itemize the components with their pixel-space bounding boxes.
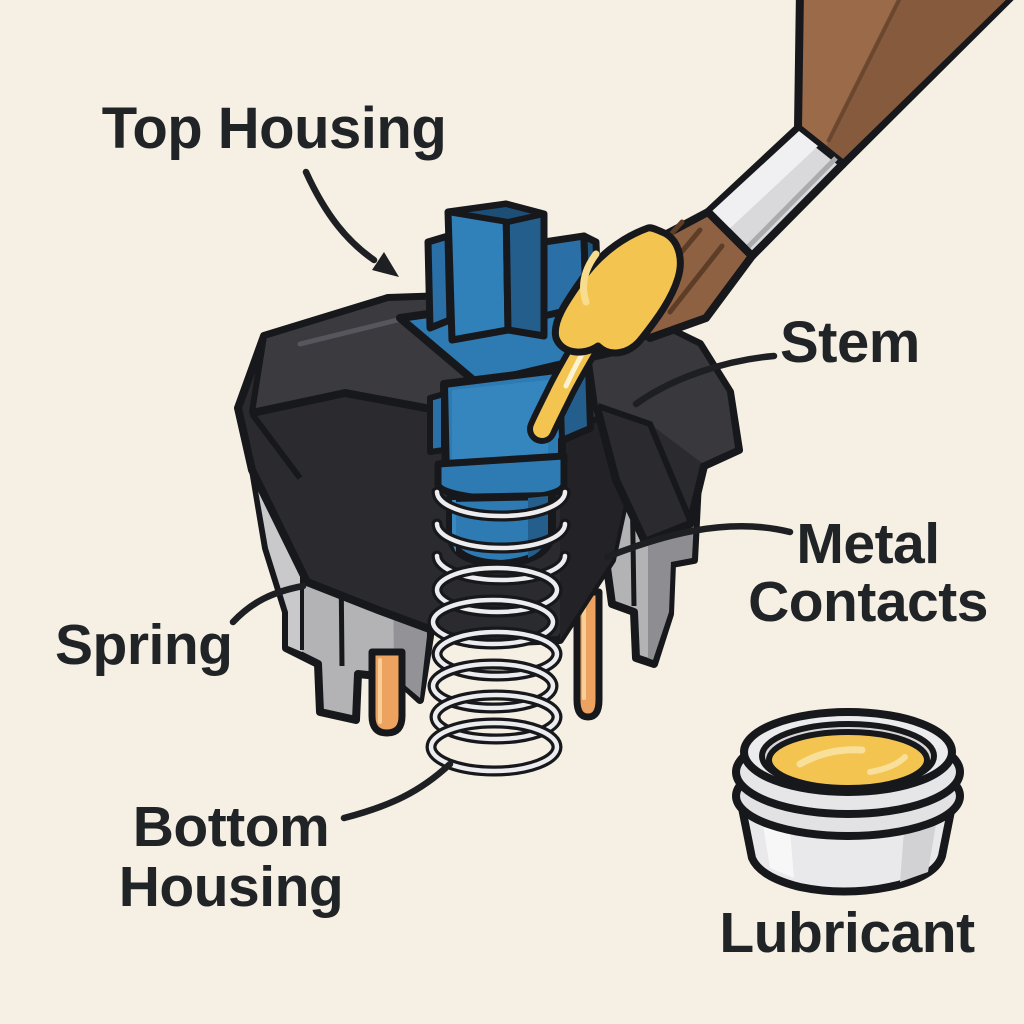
bottom-housing-label-line2: Housing xyxy=(119,855,343,919)
leader-spring xyxy=(229,582,307,626)
lubricant-goo xyxy=(551,224,684,357)
leader-metal-contacts xyxy=(603,523,794,561)
top-housing-label: Top Housing xyxy=(102,96,447,161)
leader-bottom-housing xyxy=(340,760,454,822)
paint-brush-illustration xyxy=(527,0,1014,444)
arrowhead-top-housing xyxy=(372,252,399,277)
brush-ferrule xyxy=(704,124,847,260)
lubricant-label: Lubricant xyxy=(719,901,975,965)
leader-stem xyxy=(632,352,778,408)
bottom-housing-label-line1: Bottom xyxy=(133,795,329,859)
metal-contacts-label-line1: Metal xyxy=(796,512,939,576)
metal-contacts-label-line2: Contacts xyxy=(748,570,988,634)
copper-pin-left xyxy=(368,648,406,737)
spring-label: Spring xyxy=(55,613,233,677)
stem-label: Stem xyxy=(780,310,920,375)
lubricant-surface xyxy=(766,729,930,791)
arrow-top-housing xyxy=(302,168,378,264)
stem-part xyxy=(424,200,602,568)
lubricant-jar-illustration xyxy=(732,708,964,896)
spring-part xyxy=(425,486,571,777)
